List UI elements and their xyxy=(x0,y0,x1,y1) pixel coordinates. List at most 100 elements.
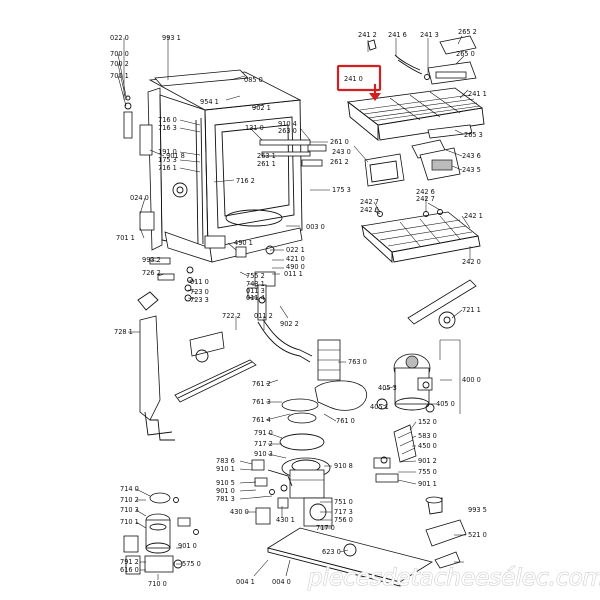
sump-and-filters xyxy=(251,339,367,527)
label-701-1: 701 1 xyxy=(116,234,135,242)
label-716-1: 716 1 xyxy=(158,164,177,172)
label-728-1: 728 1 xyxy=(114,328,133,336)
label-261-0: 261 0 xyxy=(330,138,349,146)
label-721-1: 721 1 xyxy=(462,306,481,314)
label-993-2: 993 2 xyxy=(142,256,161,264)
label-400-0: 400 0 xyxy=(462,376,481,384)
label-901-1: 901 1 xyxy=(418,480,437,488)
highlight-box xyxy=(336,64,382,101)
spray-arm-and-pipes xyxy=(137,284,313,441)
label-241-3: 241 3 xyxy=(420,31,439,39)
label-242-0: 242 0 xyxy=(462,258,481,266)
label-763-0: 763 0 xyxy=(348,358,367,366)
label-910-4: 910 4 xyxy=(278,120,297,128)
label-175-3: 175 3 xyxy=(158,156,177,164)
label-901-8: 901 8 xyxy=(166,152,185,160)
label-761-0: 761 0 xyxy=(336,417,355,425)
label-710-1: 710 1 xyxy=(120,518,139,526)
label-901-0b: 901 0 xyxy=(178,542,197,550)
label-405-0: 405 0 xyxy=(436,400,455,408)
label-022-1: 022 1 xyxy=(286,246,305,254)
lower-basket xyxy=(361,209,481,264)
label-791-2: 791 2 xyxy=(120,558,139,566)
label-716-0: 716 0 xyxy=(158,116,177,124)
label-405-3: 405 3 xyxy=(378,384,397,392)
label-261-1: 261 1 xyxy=(257,160,276,168)
label-717-0: 717 0 xyxy=(316,524,335,532)
label-490-0: 490 0 xyxy=(286,263,305,271)
label-004-1: 004 1 xyxy=(236,578,255,586)
label-243-6: 243 6 xyxy=(462,152,481,160)
label-011-2: 011 2 xyxy=(254,312,273,320)
label-011-4: 011 4 xyxy=(246,294,265,302)
label-723-0: 723 0 xyxy=(190,288,209,296)
label-242-6: 242 6 xyxy=(416,188,435,196)
label-430-0: 430 0 xyxy=(230,508,249,516)
dishwasher-cabinet xyxy=(123,69,327,302)
label-756-0: 756 0 xyxy=(334,516,353,524)
leader-lines xyxy=(117,35,471,580)
lower-spray-arm xyxy=(407,279,477,329)
label-011-0: 011 0 xyxy=(190,278,209,286)
label-003-0: 003 0 xyxy=(306,223,325,231)
label-901-0: 901 0 xyxy=(216,487,235,495)
label-716-3: 716 3 xyxy=(158,124,177,132)
label-421-0: 421 0 xyxy=(286,255,305,263)
label-191-0: 191 0 xyxy=(158,148,177,156)
label-152-0: 152 0 xyxy=(418,418,437,426)
label-241-2: 241 2 xyxy=(358,31,377,39)
label-761-2: 761 2 xyxy=(252,380,271,388)
label-004-0: 004 0 xyxy=(272,578,291,586)
label-761-4: 761 4 xyxy=(252,416,271,424)
label-175-3b: 175 3 xyxy=(332,186,351,194)
label-901-5: 910 5 xyxy=(216,479,235,487)
label-700-1: 700 1 xyxy=(110,72,129,80)
label-717-2: 717 2 xyxy=(254,440,273,448)
label-993-1: 993 1 xyxy=(162,34,181,42)
label-575-0: 575 0 xyxy=(182,560,201,568)
label-781-3: 781 3 xyxy=(216,495,235,503)
label-616-0: 616 0 xyxy=(120,566,139,574)
label-743-1: 743 1 xyxy=(246,280,265,288)
label-265-0: 265 0 xyxy=(456,50,475,58)
label-011-1: 011 1 xyxy=(284,270,303,278)
upper-basket xyxy=(346,35,485,187)
label-583-0: 583 0 xyxy=(418,432,437,440)
label-716-2: 716 2 xyxy=(236,177,255,185)
drain-pump xyxy=(373,424,417,483)
label-265-2: 265 2 xyxy=(458,28,477,36)
label-993-5: 993 5 xyxy=(468,506,487,514)
label-783-6: 783 6 xyxy=(216,457,235,465)
label-265-3: 265 3 xyxy=(464,131,483,139)
label-717-3: 717 3 xyxy=(334,508,353,516)
label-263-1: 263 1 xyxy=(257,152,276,160)
label-242-7: 242 7 xyxy=(416,195,435,203)
label-022-0: 022 0 xyxy=(110,34,129,42)
label-726-2: 726 2 xyxy=(142,269,161,277)
label-242-6b: 242 6 xyxy=(360,206,379,214)
label-011-3: 011 3 xyxy=(246,287,265,295)
label-723-3: 723 3 xyxy=(190,296,209,304)
label-761-3: 761 3 xyxy=(252,398,271,406)
label-714-0: 714 0 xyxy=(120,485,139,493)
label-242-7b: 242 7 xyxy=(360,198,379,206)
label-450-0: 450 0 xyxy=(418,442,437,450)
label-954-1: 954 1 xyxy=(200,98,219,106)
water-softener xyxy=(123,492,199,575)
watermark-text: piecesdetacheesélec.com xyxy=(307,565,600,591)
label-131-0: 131 0 xyxy=(245,124,264,132)
label-243-5: 243 5 xyxy=(462,166,481,174)
label-751-0: 751 0 xyxy=(334,498,353,506)
base-plate xyxy=(266,496,467,587)
label-241-6: 241 6 xyxy=(388,31,407,39)
label-263-0: 263 0 xyxy=(278,127,297,135)
label-710-0: 710 0 xyxy=(148,580,167,588)
label-241-0: 241 0 xyxy=(344,75,363,83)
label-710-2: 710 2 xyxy=(120,496,139,504)
label-902-2: 902 2 xyxy=(280,320,299,328)
label-910-3: 910 3 xyxy=(254,450,273,458)
label-902-1: 902 1 xyxy=(252,104,271,112)
wash-motor xyxy=(376,353,435,413)
label-085-0: 085 0 xyxy=(244,76,263,84)
